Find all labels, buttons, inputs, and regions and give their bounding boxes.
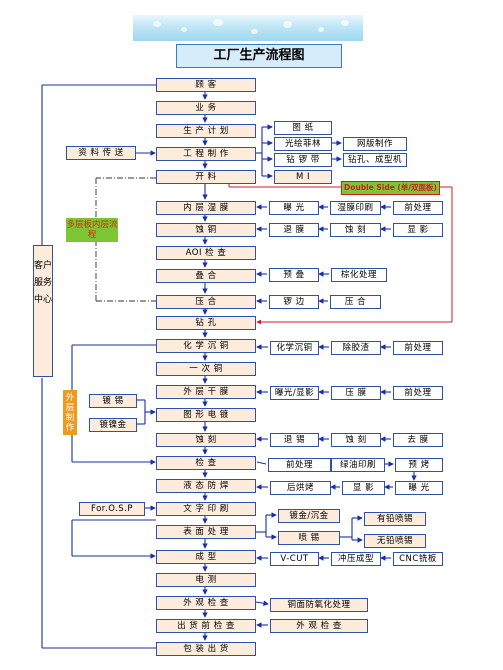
sm-pretreat: 前处理 [268,458,331,472]
step-legend-print: 文 字 印 刷 [156,502,256,516]
step-etch-copper: 蚀 铜 [156,223,256,237]
data-transfer: 资 料 传 送 [66,146,136,160]
double-side-label: Double Side (单/双面板) [341,181,440,195]
brown-oxide: 棕化处理 [331,268,387,282]
inner-develop: 显 影 [393,223,443,237]
inner-wet-print: 湿膜印刷 [330,201,381,215]
sm-postbake: 后烘烤 [270,481,331,495]
leaded-hasl: 有铅喷锡 [364,512,426,526]
step-production-plan: 生 产 计 划 [156,124,256,138]
step-pattern-plating: 图 形 电 镀 [156,408,256,422]
gold-plating-immersion: 镀金/沉金 [278,509,340,523]
v-cut: V-CUT [270,552,319,566]
eng-screen-making: 网版制作 [343,137,407,151]
final-visual-check: 外 观 检 查 [270,619,368,633]
diagram-title: 工厂生产流程图 [176,44,342,68]
outer-pretreat: 前处理 [393,386,443,400]
outer-etch: 蚀 刻 [331,433,381,447]
outer-layer-label: 外层制作 [63,390,77,435]
eng-drill-rout-tape: 钻 锣 带 [274,153,332,167]
sm-develop: 显 影 [342,481,385,495]
step-etching: 蚀 刻 [156,433,256,447]
step-outer-dry-film: 外 层 干 膜 [156,385,256,399]
step-panel-plating: 一 次 铜 [156,362,256,376]
step-solder-mask: 液 态 防 焊 [156,479,256,493]
step-pth: 化 学 沉 铜 [156,339,256,353]
step-pack-ship: 包 装 出 货 [156,642,256,656]
step-profile: 成 型 [156,550,256,564]
multilayer-inner-label: 多层板内层流程 [66,218,118,242]
step-pre-ship-check: 出 货 前 检 查 [156,619,256,633]
header-banner [133,15,363,41]
punch-forming: 冲压成型 [331,552,381,566]
film-strip: 去 膜 [393,433,443,447]
eng-drawing: 图 纸 [274,121,332,135]
step-engineering: 工 程 制 作 [156,147,256,161]
step-layup: 叠 合 [156,269,256,283]
cnc-routing: CNC铣板 [393,552,443,566]
step-cutting: 开 料 [156,170,256,184]
pre-layup: 预 叠 [269,268,319,282]
eng-mi: M I [274,170,332,184]
leadfree-hasl: 无铅喷锡 [364,534,426,548]
eng-drill-rout-machine: 钻孔、成型机 [343,153,407,167]
pth-pretreat: 前处理 [393,341,443,355]
step-visual-check: 外 观 检 查 [156,596,256,610]
inner-strip: 退 膜 [269,223,319,237]
sm-print: 绿油印刷 [331,458,385,472]
tin-strip: 退 锡 [270,433,319,447]
pth-desmear: 除胶渣 [331,341,381,355]
edge-routing: 锣 边 [269,295,319,309]
step-customer: 顾 客 [156,78,256,92]
step-inner-wet-film: 内 层 湿 膜 [156,201,256,215]
press-lamination: 压 合 [330,295,381,309]
step-e-test: 电 测 [156,573,256,587]
hasl: 喷 锡 [278,531,340,545]
step-inspection: 检 查 [156,456,256,470]
inner-pretreat: 前处理 [393,201,443,215]
tin-plating: 镀 锡 [89,394,137,408]
sm-expose: 曝 光 [395,481,443,495]
inner-expose: 曝 光 [269,201,319,215]
eng-photoplot: 光绘菲林 [274,137,332,151]
pth-electroless: 化学沉铜 [270,341,319,355]
customer-service-center: 客户服务中心 [33,245,53,377]
osp-label: For.O.S.P [79,502,145,516]
outer-laminate-film: 压 膜 [331,386,381,400]
step-drill: 钻 孔 [156,316,256,330]
step-press: 压 合 [156,295,256,309]
sm-prebake: 预 烤 [395,458,443,472]
inner-etch: 蚀 刻 [330,223,381,237]
copper-anti-oxidation: 铜面防氧化处理 [270,598,368,612]
step-sales: 业 务 [156,101,256,115]
outer-expose-develop: 曝光/显影 [270,386,319,400]
step-aoi: AOI 检 查 [156,246,256,260]
step-surface-finish: 表 面 处 理 [156,525,256,539]
nickel-gold-plating: 镀镍金 [89,418,137,432]
